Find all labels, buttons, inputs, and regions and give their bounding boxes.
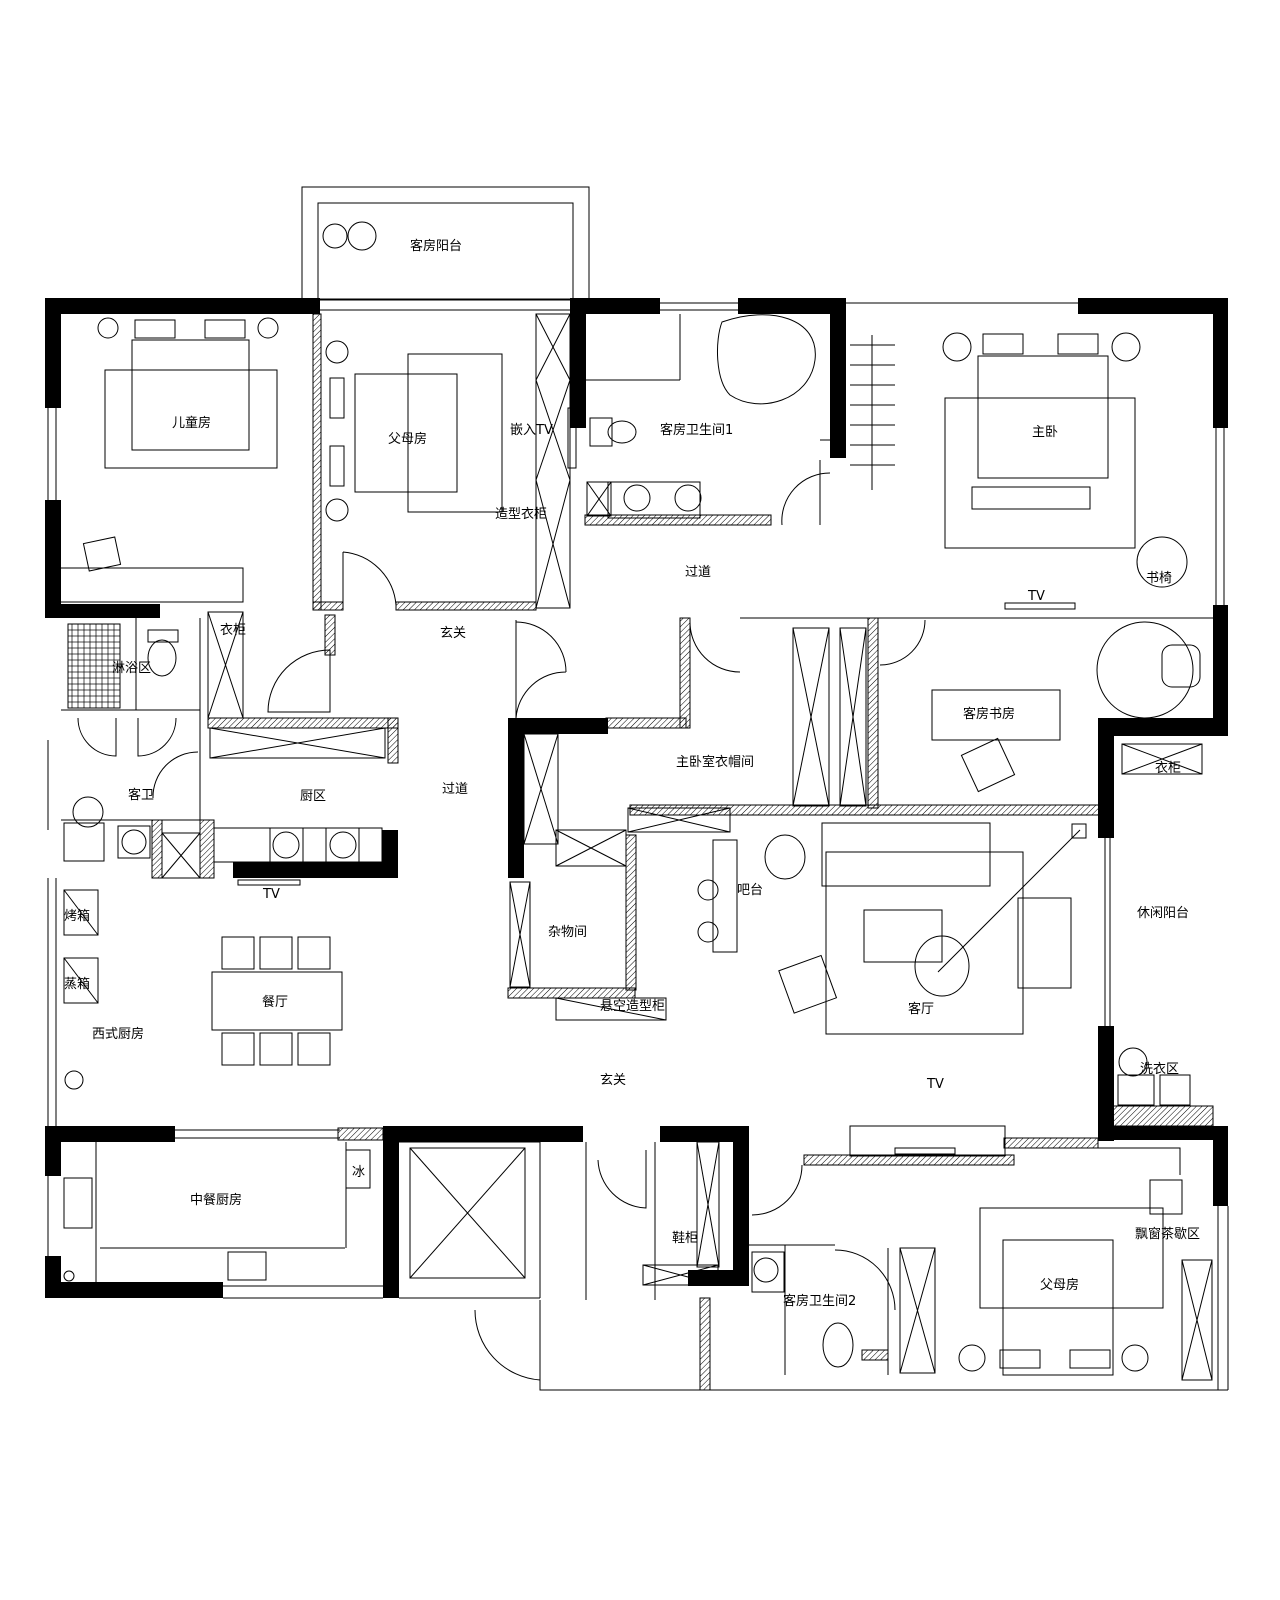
- label-corridor-2: 过道: [442, 782, 468, 797]
- label-corridor-1: 过道: [685, 565, 711, 580]
- bar-counter: [712, 839, 738, 953]
- sink-icon: [121, 829, 147, 855]
- label-parents-room-2: 父母房: [1040, 1277, 1079, 1293]
- sink-icon: [272, 831, 300, 859]
- label-laundry-area: 洗衣区: [1140, 1061, 1179, 1077]
- chair-icon: [1149, 1179, 1183, 1215]
- sink-icon: [674, 484, 702, 512]
- label-floating-cabinet: 悬空造型柜: [600, 999, 665, 1014]
- label-parents-room-1: 父母房: [388, 431, 427, 447]
- sofa-icon: [821, 822, 991, 887]
- tv-icon: [567, 407, 577, 469]
- tv-icon: [894, 1147, 956, 1155]
- fridge-icon: [345, 1149, 371, 1189]
- label-chinese-kitchen: 中餐厨房: [190, 1192, 242, 1208]
- desk-icon: [931, 689, 1061, 741]
- bathtub-icon: [717, 314, 816, 405]
- label-cabinet-right: 衣柜: [1155, 760, 1181, 776]
- label-fridge: 冰: [352, 1165, 365, 1180]
- sink-icon: [623, 484, 651, 512]
- furniture: [63, 314, 1201, 1376]
- label-feature-wardrobe: 造型衣柜: [495, 506, 547, 522]
- label-kids-room: 儿童房: [172, 415, 211, 431]
- label-western-kitchen: 西式厨房: [92, 1026, 144, 1042]
- label-living-room: 客厅: [908, 1001, 934, 1017]
- chair-icon: [960, 737, 1016, 793]
- stove-icon: [227, 1251, 267, 1281]
- toilet-icon: [589, 417, 613, 447]
- label-guest-wc: 客卫: [128, 787, 154, 803]
- label-shoe-cabinet: 鞋柜: [672, 1230, 698, 1246]
- label-tv-master: TV: [1027, 589, 1045, 604]
- tv-icon: [1004, 602, 1076, 610]
- chair-icon: [1136, 536, 1188, 588]
- toilet-icon: [822, 1322, 854, 1368]
- bed-icon: [131, 339, 250, 451]
- label-wardrobe: 衣柜: [220, 622, 246, 638]
- armchair-icon: [1017, 897, 1072, 989]
- label-embedded-tv: 嵌入TV: [510, 423, 553, 438]
- plant-icon: [1118, 1047, 1148, 1077]
- chair-icon: [322, 223, 348, 249]
- label-guest-balcony: 客房阳台: [410, 238, 462, 254]
- sink-icon: [753, 1257, 779, 1283]
- chair-icon: [778, 954, 838, 1014]
- sink-icon: [329, 831, 357, 859]
- label-guest-bath-1: 客房卫生间1: [660, 422, 733, 438]
- doors: [77, 472, 926, 1381]
- shelf-icon: [850, 335, 895, 490]
- shower-icon: [67, 623, 121, 709]
- label-book-chair: 书椅: [1146, 571, 1172, 586]
- interior-walls: [151, 313, 1214, 1391]
- label-bar-counter: 吧台: [737, 883, 763, 898]
- desk-chair-icon: [82, 536, 122, 572]
- exterior-walls: [45, 298, 1228, 1298]
- label-storage-room: 杂物间: [548, 925, 587, 940]
- cabinets: [63, 313, 1213, 1381]
- rug: [825, 851, 1024, 1035]
- sink-icon: [64, 1070, 84, 1090]
- label-leisure-balcony: 休闲阳台: [1137, 906, 1189, 921]
- label-entry-2: 玄关: [600, 1073, 626, 1088]
- coffee-table: [863, 909, 943, 963]
- partition-lines: [61, 314, 1213, 1375]
- label-bay-window-tea: 飘窗茶歇区: [1135, 1226, 1200, 1242]
- plant-icon: [347, 221, 377, 251]
- bed-icon: [977, 355, 1109, 479]
- label-master-bedroom: 主卧: [1032, 425, 1058, 440]
- label-guest-study: 客房书房: [963, 706, 1015, 722]
- dining-table: [211, 971, 343, 1031]
- washer-icon: [63, 822, 105, 862]
- label-guest-bath-2: 客房卫生间2: [783, 1293, 856, 1309]
- sink-icon: [63, 1177, 93, 1229]
- label-steamer: 蒸箱: [64, 976, 90, 992]
- toilet-icon: [147, 639, 177, 677]
- tv-icon: [237, 879, 301, 886]
- guest-balcony: [301, 186, 590, 300]
- label-walk-in-closet: 主卧室衣帽间: [676, 754, 754, 770]
- label-shower-area: 淋浴区: [112, 661, 151, 676]
- bed-icon: [354, 373, 458, 493]
- window-lines: [47, 299, 1229, 1391]
- washer-icon: [1117, 1074, 1155, 1106]
- room-labels: 客房阳台 儿童房 父母房 嵌入TV 造型衣柜 客房卫生间1 主卧 过道 书椅 T…: [64, 238, 1200, 1309]
- bed-icon: [1002, 1239, 1114, 1376]
- label-kitchen-area: 厨区: [300, 789, 326, 804]
- label-entry-1: 玄关: [440, 626, 466, 641]
- rug: [104, 369, 278, 469]
- label-dining-room: 餐厅: [262, 994, 288, 1010]
- label-tv-dining: TV: [262, 887, 280, 902]
- round-table-icon: [1096, 621, 1194, 719]
- label-oven: 烤箱: [64, 908, 90, 924]
- label-tv-living: TV: [926, 1077, 944, 1092]
